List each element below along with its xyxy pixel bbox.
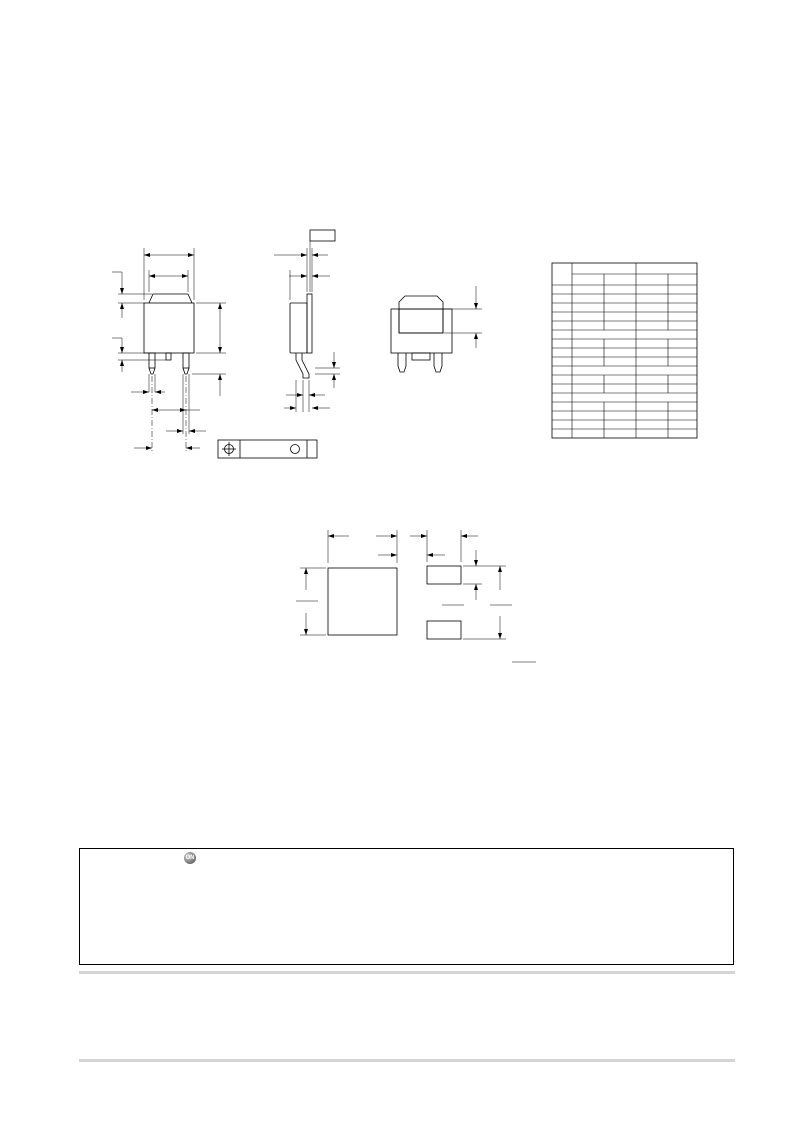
bottom-view [390, 286, 482, 373]
datum-label-box [309, 229, 336, 242]
footer-divider-bottom [79, 1059, 735, 1062]
tolerance-frame [217, 439, 318, 459]
footprint-pad-large [327, 567, 398, 636]
front-lead-left [148, 352, 156, 369]
footer-divider-top [79, 971, 735, 974]
front-lead-center [165, 352, 172, 361]
dimension-table [551, 262, 698, 439]
on-semiconductor-logo-icon: ON [184, 852, 196, 864]
front-view [112, 248, 226, 452]
soldering-footprint [296, 530, 536, 663]
side-view [274, 229, 340, 412]
front-body [143, 302, 195, 354]
table-border [551, 262, 698, 439]
footprint-pad-bottom [426, 620, 462, 640]
front-lead-right [182, 352, 190, 369]
footer-info-box: ON [79, 848, 734, 965]
front-tab [148, 293, 193, 304]
footprint-pad-top [426, 565, 462, 585]
mmc-symbol-icon [290, 444, 300, 454]
